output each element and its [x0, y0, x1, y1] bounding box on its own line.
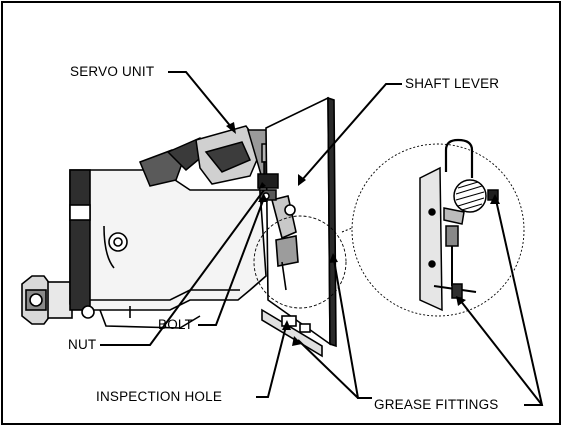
leader-lines — [100, 71, 544, 406]
label-grease-fittings: GREASE FITTINGS — [374, 397, 499, 412]
leader-nut — [100, 189, 265, 346]
label-inspection-hole: INSPECTION HOLE — [96, 389, 223, 404]
label-servo-unit: SERVO UNIT — [70, 64, 155, 79]
mounting-plate — [261, 96, 337, 358]
leader-inspection-hole — [256, 325, 287, 398]
label-bolt: BOLT — [158, 317, 194, 332]
arrow-servo-unit — [226, 122, 236, 134]
leader-grease-2 — [297, 339, 359, 399]
leader-shaft-lever — [301, 83, 402, 181]
gearbox-body — [21, 169, 267, 329]
leader-bolt — [198, 197, 265, 326]
detail-link-line — [341, 227, 353, 233]
label-shaft-lever: SHAFT LEVER — [405, 76, 500, 91]
arrow-heads — [226, 122, 500, 346]
label-nut: NUT — [68, 337, 97, 352]
leader-grease-4 — [459, 299, 543, 406]
leader-servo-unit — [168, 71, 233, 129]
detail-marker-circle — [253, 215, 347, 309]
detail-view — [351, 138, 525, 317]
